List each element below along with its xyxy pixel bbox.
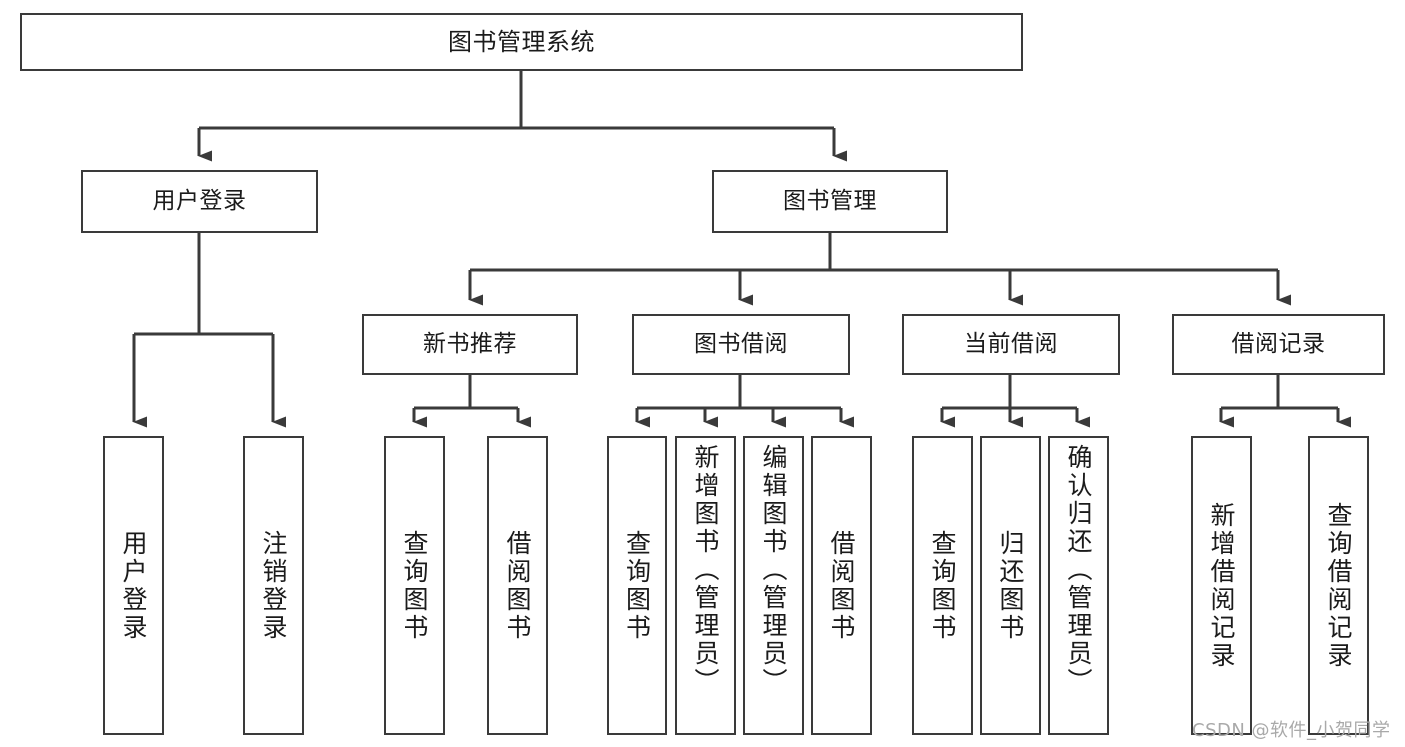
leaf-borrow-book-borrow[interactable]: 借阅图书 [811, 436, 872, 735]
leaf-confirm-return-admin[interactable]: 确认归还（管理员） [1048, 436, 1109, 735]
node-label: 借阅图书 [827, 529, 856, 642]
csdn-watermark: CSDN @软件_小贺同学 [1192, 720, 1391, 741]
leaf-add-book-admin[interactable]: 新增图书（管理员） [675, 436, 736, 735]
leaf-user-login[interactable]: 用户登录 [103, 436, 164, 735]
node-label: 注销登录 [259, 529, 288, 642]
node-label: 图书管理 [783, 187, 877, 214]
node-current-borrow[interactable]: 当前借阅 [902, 314, 1120, 375]
node-label: 图书借阅 [694, 330, 788, 357]
node-label: 查询图书 [928, 529, 957, 642]
node-label: 确认归还（管理员） [1064, 444, 1093, 696]
node-label: 查询图书 [622, 529, 652, 642]
node-user-login[interactable]: 用户登录 [81, 170, 318, 233]
node-book-management[interactable]: 图书管理 [712, 170, 948, 233]
node-borrow-record[interactable]: 借阅记录 [1172, 314, 1385, 375]
node-label: 借阅图书 [503, 529, 532, 642]
node-label: 编辑图书（管理员） [759, 444, 788, 696]
leaf-return-book[interactable]: 归还图书 [980, 436, 1041, 735]
node-label: 归还图书 [996, 529, 1025, 642]
node-label: 图书管理系统 [448, 27, 595, 56]
leaf-add-borrow-record[interactable]: 新增借阅记录 [1191, 436, 1252, 735]
node-label: 新增图书（管理员） [691, 444, 720, 696]
leaf-query-book-current[interactable]: 查询图书 [912, 436, 973, 735]
leaf-query-book-recommend[interactable]: 查询图书 [384, 436, 445, 735]
leaf-edit-book-admin[interactable]: 编辑图书（管理员） [743, 436, 804, 735]
node-label: 查询图书 [400, 529, 429, 642]
node-label: 查询借阅记录 [1324, 501, 1353, 670]
leaf-query-borrow-record[interactable]: 查询借阅记录 [1308, 436, 1369, 735]
node-label: 用户登录 [152, 187, 247, 214]
node-label: 用户登录 [119, 529, 148, 642]
leaf-borrow-book-recommend[interactable]: 借阅图书 [487, 436, 548, 735]
leaf-query-book-borrow[interactable]: 查询图书 [607, 436, 667, 735]
node-book-borrow[interactable]: 图书借阅 [632, 314, 850, 375]
node-new-book-recommend[interactable]: 新书推荐 [362, 314, 578, 375]
node-label: 当前借阅 [964, 330, 1058, 357]
leaf-logout-login[interactable]: 注销登录 [243, 436, 304, 735]
node-label: 新增借阅记录 [1207, 501, 1236, 670]
node-root-system[interactable]: 图书管理系统 [20, 13, 1023, 71]
node-label: 借阅记录 [1231, 330, 1326, 357]
node-label: 新书推荐 [423, 330, 517, 357]
